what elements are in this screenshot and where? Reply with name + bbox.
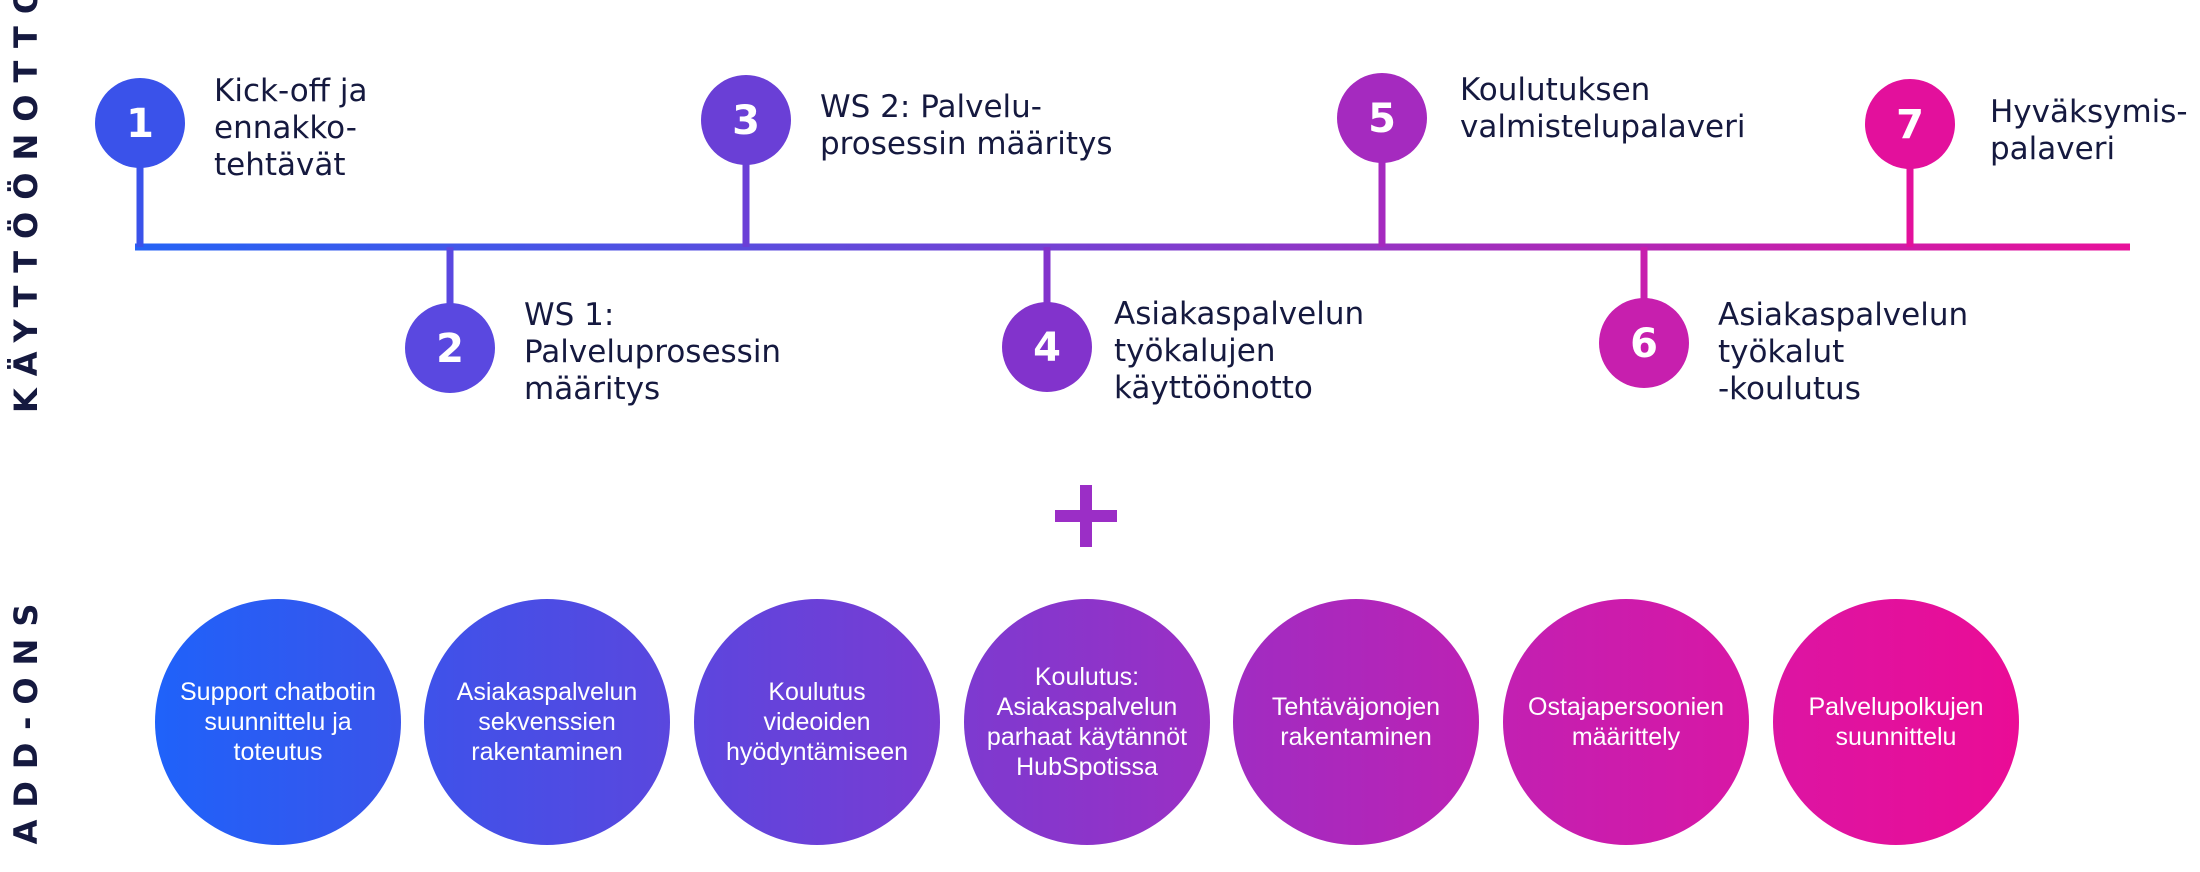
step-circle bbox=[1865, 79, 1955, 169]
step-number: 3 bbox=[732, 98, 760, 144]
step-number: 5 bbox=[1368, 96, 1396, 142]
step-label: WS 2: Palvelu- prosessin määritys bbox=[820, 89, 1113, 162]
step-label: Asiakaspalvelun työkalujen käyttöönotto bbox=[1114, 296, 1365, 406]
addon-label: Asiakaspalvelun sekvenssien rakentaminen bbox=[456, 678, 638, 766]
step-circle bbox=[1337, 73, 1427, 163]
addon-circle: Asiakaspalvelun sekvenssien rakentaminen bbox=[424, 599, 670, 845]
step-number: 2 bbox=[436, 326, 464, 372]
addons-section-label: ADD-ONS bbox=[7, 591, 45, 845]
step-label: Koulutuksen valmistelupalaveri bbox=[1460, 72, 1746, 145]
step-number: 7 bbox=[1896, 102, 1924, 148]
step-circle bbox=[405, 303, 495, 393]
addon-label: Ostajapersoonien määrittely bbox=[1528, 693, 1724, 751]
step-number: 1 bbox=[126, 101, 154, 147]
timeline: 1 2 3 4 5 6 7 bbox=[95, 73, 2130, 393]
step-label: Asiakaspalvelun työkalut -koulutus bbox=[1718, 297, 1969, 407]
step-number: 4 bbox=[1033, 325, 1061, 371]
step-circle bbox=[701, 75, 791, 165]
addon-label: Tehtäväjonojen rakentaminen bbox=[1271, 693, 1441, 751]
step-circle bbox=[95, 78, 185, 168]
addon-circle: Ostajapersoonien määrittely bbox=[1503, 599, 1749, 845]
addon-circle: Palvelupolkujen suunnittelu bbox=[1773, 599, 2019, 845]
addon-label: Koulutus videoiden hyödyntämiseen bbox=[725, 678, 909, 766]
addon-circle: Support chatbotin suunnittelu ja toteutu… bbox=[155, 599, 401, 845]
step-label: WS 1: Palveluprosessin määritys bbox=[524, 297, 782, 407]
addon-label: Koulutus: Asiakaspalvelun parhaat käytän… bbox=[986, 663, 1188, 781]
step-circle bbox=[1002, 302, 1092, 392]
step-label: Kick-off ja ennakko- tehtävät bbox=[214, 73, 368, 183]
addon-circle: Koulutus videoiden hyödyntämiseen bbox=[694, 599, 940, 845]
addon-circle: Koulutus: Asiakaspalvelun parhaat käytän… bbox=[964, 599, 1210, 845]
step-circle bbox=[1599, 298, 1689, 388]
addon-label: Support chatbotin suunnittelu ja toteutu… bbox=[180, 678, 376, 766]
plus-icon bbox=[1055, 485, 1117, 547]
addon-label: Palvelupolkujen suunnittelu bbox=[1808, 693, 1984, 751]
step-label: Hyväksymis- palaveri bbox=[1990, 94, 2188, 167]
step-number: 6 bbox=[1630, 321, 1658, 367]
addon-circle: Tehtäväjonojen rakentaminen bbox=[1233, 599, 1479, 845]
